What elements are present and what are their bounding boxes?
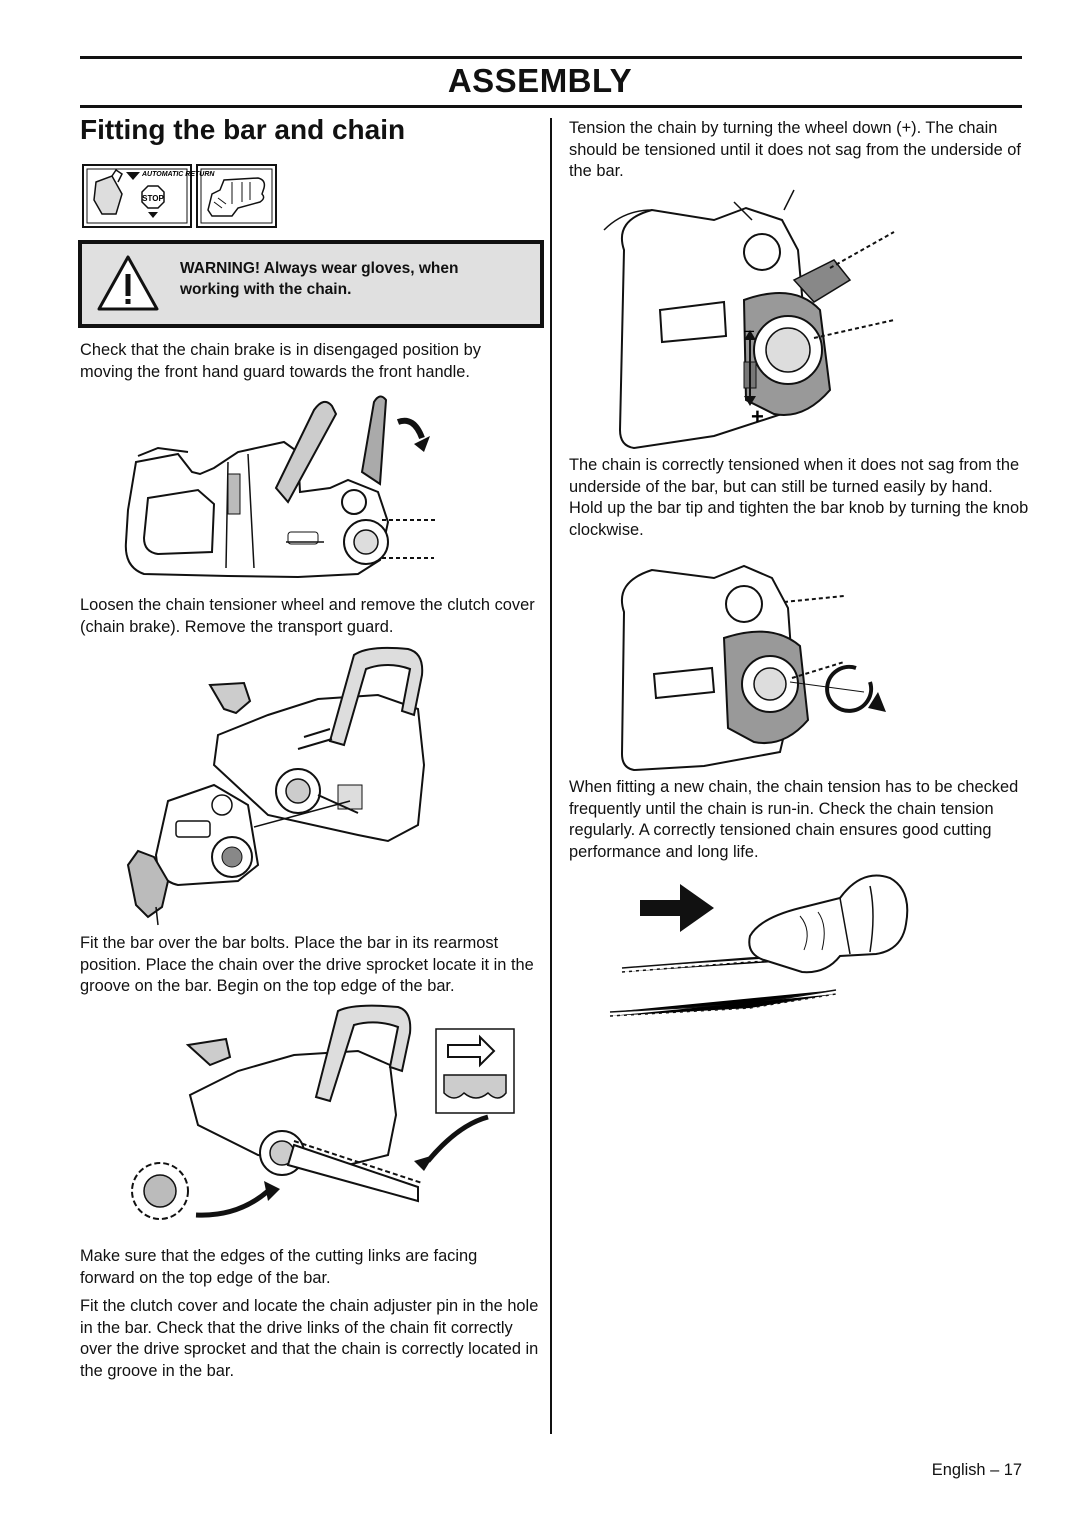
section-title: Fitting the bar and chain (80, 114, 406, 145)
left-paragraph-4: Make sure that the edges of the cutting … (80, 1247, 478, 1287)
glove-chain-illustration (600, 864, 920, 1029)
safety-symbols: AUTOMATIC RETURN STOP (82, 164, 278, 235)
clockwise-arrow-icon (825, 664, 874, 713)
bar-fitting-illustration (118, 1004, 518, 1240)
warning-text: WARNING! Always wear gloves, when workin… (180, 260, 459, 298)
tension-wheel-illustration: – + (594, 189, 904, 457)
glove-icon (207, 177, 266, 217)
column-divider (550, 118, 552, 1434)
right-paragraph-2: The chain is correctly tensioned when it… (569, 456, 1029, 539)
stop-label: STOP (142, 194, 164, 203)
automatic-return-label: AUTOMATIC RETURN (141, 171, 215, 178)
pull-arrow-icon (640, 884, 714, 932)
warning-triangle-icon (97, 255, 159, 311)
stop-sign-icon: STOP (141, 185, 165, 218)
bar-knob-illustration (594, 552, 904, 777)
left-paragraph-2: Loosen the chain tensioner wheel and rem… (80, 596, 535, 636)
hand-guard-icon (93, 168, 140, 215)
left-paragraph-3: Fit the bar over the bar bolts. Place th… (80, 934, 534, 995)
right-paragraph-3: When fitting a new chain, the chain tens… (569, 778, 1019, 861)
left-paragraph-1: Check that the chain brake is in disenga… (80, 341, 481, 381)
tension-plus-mark: + (751, 404, 764, 429)
page-header-title: ASSEMBLY (447, 62, 633, 99)
page-footer: English – 17 (931, 1461, 1022, 1479)
clutch-cover-illustration (118, 645, 448, 935)
right-paragraph-1: Tension the chain by turning the wheel d… (569, 119, 1021, 180)
left-paragraph-5: Fit the clutch cover and locate the chai… (80, 1297, 539, 1380)
header-bottom-rule (80, 105, 1022, 108)
header-top-rule (80, 56, 1022, 59)
warning-box: WARNING! Always wear gloves, when workin… (78, 240, 544, 328)
tension-minus-mark: – (744, 320, 754, 340)
chain-brake-illustration (118, 392, 448, 592)
